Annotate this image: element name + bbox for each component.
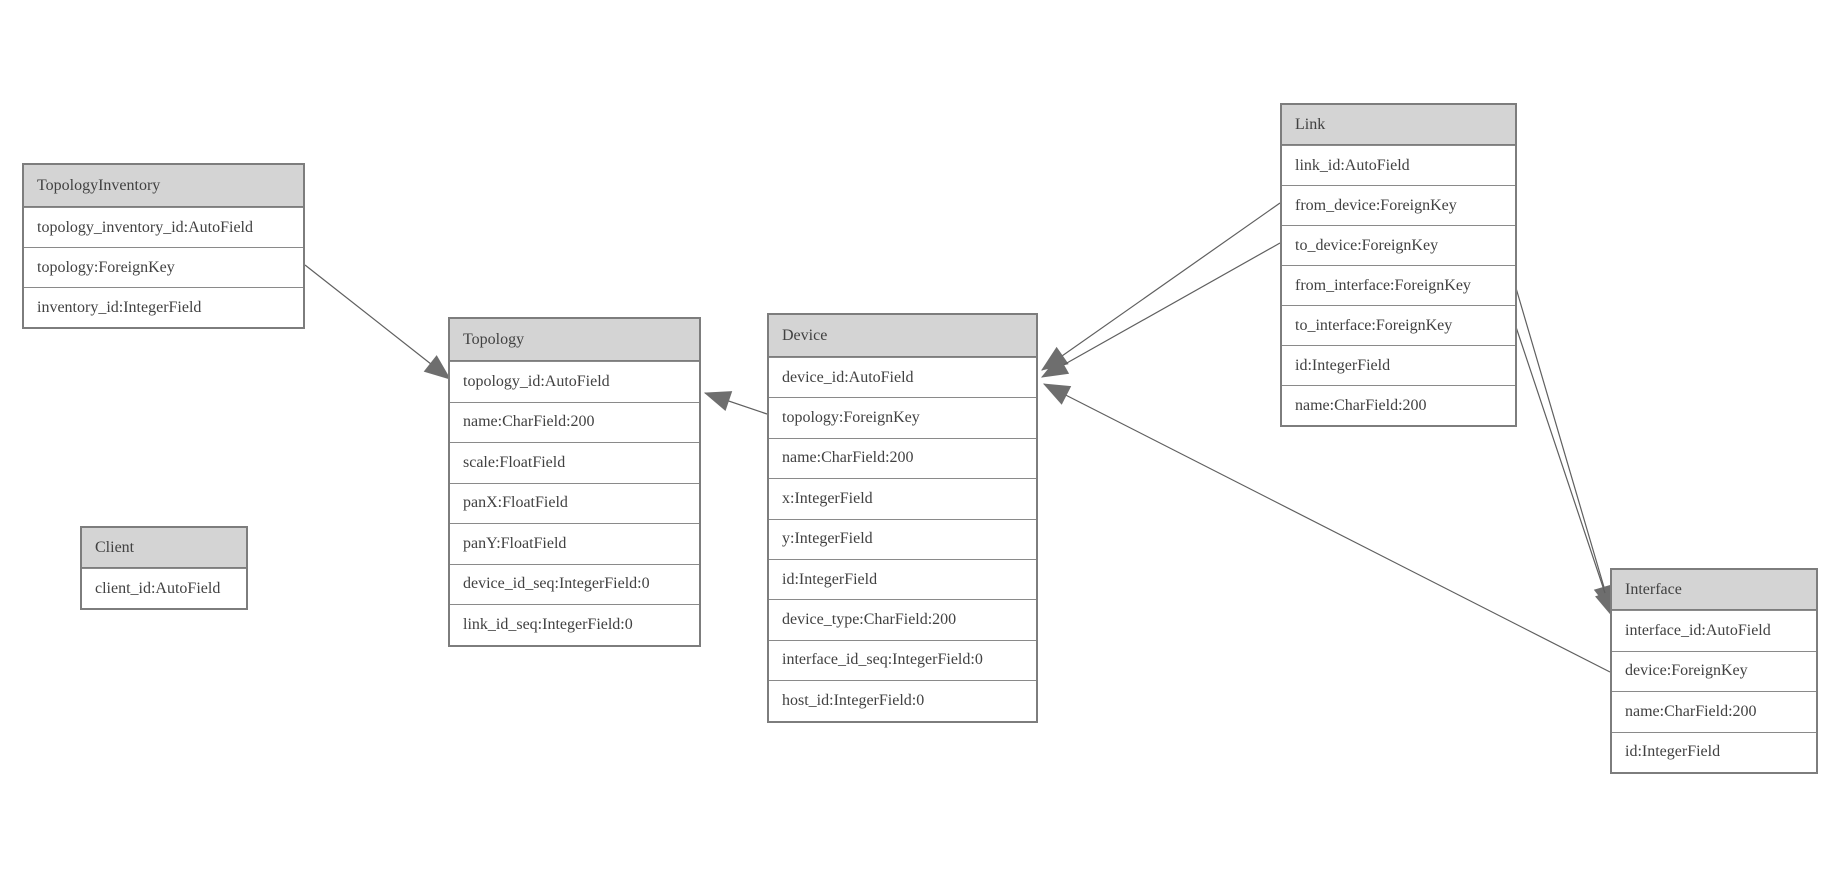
- entity-field: to_device:ForeignKey: [1282, 225, 1515, 265]
- entity-field: panY:FloatField: [450, 523, 699, 564]
- entity-field: client_id:AutoField: [82, 568, 246, 608]
- entity-field: interface_id:AutoField: [1612, 610, 1816, 651]
- entity-field: name:CharField:200: [1282, 385, 1515, 425]
- entity-field: name:CharField:200: [769, 437, 1036, 479]
- entity-field: x:IntegerField: [769, 478, 1036, 519]
- entity-field: device:ForeignKey: [1612, 650, 1816, 691]
- entity-field: panX:FloatField: [450, 482, 699, 523]
- entity-field: id:IntegerField: [769, 558, 1036, 600]
- entity-field: inventory_id:IntegerField: [24, 287, 303, 327]
- entity-field: id:IntegerField: [1282, 345, 1515, 385]
- entity-field: name:CharField:200: [450, 401, 699, 442]
- connection-link-from-device: [1041, 202, 1281, 371]
- connection-link-to-device: [1040, 242, 1281, 378]
- entity-field: link_id_seq:IntegerField:0: [450, 604, 699, 645]
- entity-field: id:IntegerField: [1612, 731, 1816, 772]
- entity-title-device: Device: [769, 315, 1036, 357]
- entity-field: topology_inventory_id:AutoField: [24, 207, 303, 247]
- connection-device-topology: [703, 391, 768, 415]
- entity-field: y:IntegerField: [769, 518, 1036, 559]
- connection-link-to-interface: [1515, 326, 1615, 619]
- entity-title-client: Client: [82, 528, 246, 568]
- entity-field: scale:FloatField: [450, 442, 699, 483]
- entity-field: topology:ForeignKey: [24, 247, 303, 287]
- entity-field: device_id_seq:IntegerField:0: [450, 563, 699, 604]
- entity-field: link_id:AutoField: [1282, 145, 1515, 185]
- connection-link-from-interface: [1515, 287, 1614, 613]
- entity-field: device_type:CharField:200: [769, 599, 1036, 640]
- entity-field: topology_id:AutoField: [450, 361, 699, 402]
- entity-field: interface_id_seq:IntegerField:0: [769, 639, 1036, 681]
- entity-field: to_interface:ForeignKey: [1282, 305, 1515, 345]
- entity-field: name:CharField:200: [1612, 691, 1816, 732]
- connection-topologyinventory-topology: [304, 264, 451, 380]
- entity-title-link: Link: [1282, 105, 1515, 145]
- entity-field: topology:ForeignKey: [769, 397, 1036, 438]
- connection-interface-device: [1042, 383, 1611, 673]
- entity-field: from_interface:ForeignKey: [1282, 265, 1515, 305]
- entity-field: from_device:ForeignKey: [1282, 185, 1515, 225]
- entity-title-topology: Topology: [450, 319, 699, 361]
- entity-title-interface: Interface: [1612, 570, 1816, 610]
- entity-field: host_id:IntegerField:0: [769, 680, 1036, 721]
- entity-field: device_id:AutoField: [769, 357, 1036, 398]
- entity-title-topology-inventory: TopologyInventory: [24, 165, 303, 207]
